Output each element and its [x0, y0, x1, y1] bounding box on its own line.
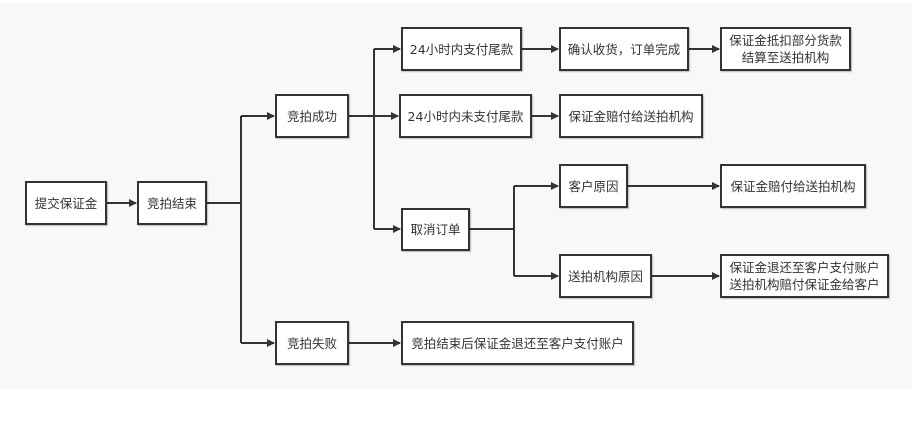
- node-label: 结算至送拍机构: [741, 50, 830, 65]
- node-label: 取消订单: [410, 222, 461, 237]
- node-label: 保证金退还至客户支付账户: [729, 260, 880, 275]
- node-label: 24小时内未支付尾款: [407, 108, 524, 124]
- node-cancel-order: 取消订单: [401, 208, 470, 251]
- node-agency-reason: 送拍机构原因: [559, 254, 652, 298]
- node-label: 提交保证金: [34, 195, 98, 211]
- node-confirm-receipt: 确认收货，订单完成: [559, 27, 689, 71]
- node-auction-fail: 竞拍失败: [275, 321, 349, 365]
- node-label: 竞拍结束后保证金退还至客户支付账户: [411, 335, 624, 351]
- node-auction-end: 竞拍结束: [137, 181, 207, 225]
- node-compensate-agency-2: 保证金赔付给送拍机构: [720, 164, 866, 208]
- node-pay-within-24h: 24小时内支付尾款: [401, 27, 522, 71]
- edge-end-trunk: [207, 116, 242, 343]
- node-deduct-settle: 保证金抵扣部分货款结算至送拍机构: [720, 27, 851, 71]
- node-label: 送拍机构原因: [567, 268, 643, 284]
- node-customer-reason: 客户原因: [559, 164, 628, 208]
- edge-cancel-trunk: [470, 186, 515, 276]
- node-unpaid-within-24h: 24小时内未支付尾款: [399, 94, 532, 138]
- node-label: 确认收货，订单完成: [567, 41, 681, 57]
- node-compensate-agency-1: 保证金赔付给送拍机构: [559, 94, 703, 138]
- node-label: 保证金赔付给送拍机构: [568, 108, 694, 124]
- node-label: 24小时内支付尾款: [409, 41, 514, 57]
- node-label: 竞拍成功: [286, 108, 337, 124]
- node-label: 竞拍结束: [146, 195, 197, 211]
- node-label: 竞拍失败: [286, 335, 337, 351]
- node-label: 保证金抵扣部分货款: [729, 33, 842, 48]
- node-refund-compensate: 保证金退还至客户支付账户送拍机构赔付保证金给客户: [720, 254, 889, 298]
- node-label: 客户原因: [568, 178, 619, 194]
- node-submit-deposit: 提交保证金: [25, 181, 107, 225]
- node-auction-success: 竞拍成功: [275, 94, 349, 138]
- edge-success-trunk: [349, 49, 375, 229]
- node-refund-after-end: 竞拍结束后保证金退还至客户支付账户: [401, 321, 634, 365]
- node-label: 保证金赔付给送拍机构: [730, 178, 856, 194]
- node-label: 送拍机构赔付保证金给客户: [729, 277, 880, 292]
